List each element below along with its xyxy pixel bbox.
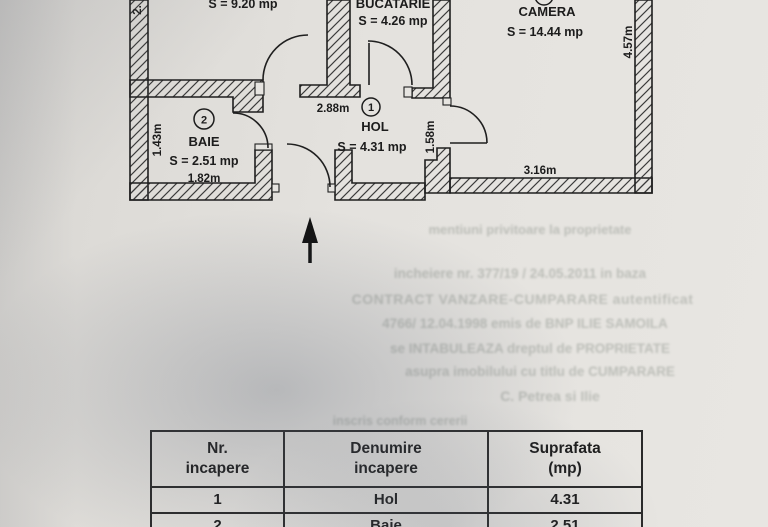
table-row2-suprafata: 2.51 [489,514,641,527]
baie-number-circle [193,108,215,130]
header-line: (mp) [548,460,582,477]
wall-bottom-mid [334,149,426,201]
hol-top-dim: 2.88m [317,103,350,115]
wall-band-room1-baie [129,79,264,113]
ghost-line: se INTABULEAZA dreptul de PROPRIETATE [389,341,670,356]
header-line: incapere [185,460,250,477]
plan-labels: S = 9.20 mp 2. BUCATARIE S = 4.26 mp CAM… [132,0,635,185]
door-arc-room1 [262,34,309,81]
header-line: Denumire [350,439,422,457]
camera-bottom-dim: 3.16m [524,165,557,177]
hol-number: 1 [368,102,374,114]
bucatarie-name-label: BUCATARIE [356,0,431,11]
camera-number-circle [535,0,553,6]
table-row1-suprafata: 4.31 [489,488,641,514]
ghost-line: 4766/ 12.04.1998 emis de BNP ILIE SAMOIL… [382,316,668,331]
table-row1-nr: 1 [152,488,285,514]
table-row2-nr: 2 [152,514,285,527]
north-arrow [302,217,318,263]
header-line: Nr. [207,439,228,457]
wall-step-hol-camera [424,147,451,194]
door-jamb [254,143,273,151]
table-row2-denumire: Baie [285,514,489,527]
door-jamb [327,183,336,193]
ghost-line: asupra imobilului cu titlu de CUMPARARE [405,364,675,379]
door-arcs [232,34,488,188]
door-jamb [403,86,413,98]
hol-name-label: HOL [361,119,389,134]
walls [129,0,653,201]
table-row1-denumire: Hol [285,488,489,514]
wall-right-outer [634,0,653,194]
hol-area-label: S = 4.31 mp [337,140,406,154]
door-arc-entrance [286,143,331,188]
floorplan-drawing: S = 9.20 mp 2. BUCATARIE S = 4.26 mp CAM… [129,0,653,263]
baie-name-label: BAIE [188,134,219,149]
door-jamb [254,81,265,96]
camera-area-label: S = 14.44 mp [507,25,583,39]
door-jamb [271,183,280,193]
baie-area-label: S = 2.51 mp [169,154,238,168]
baie-bottom-dim: 1.82m [188,173,221,185]
ghost-line: inscris conform cererii [332,414,468,428]
ghost-line: CONTRACT VANZARE-CUMPARARE autentificat [351,291,694,307]
wall-divider-bucatarie-camera [411,0,451,99]
table-header-nr: Nr. incapere [152,432,285,488]
hol-right-dim: 1.58m [425,121,437,154]
ghost-line: mentiuni privitoare la proprietate [428,222,632,237]
ghost-line: incheiere nr. 377/19 / 24.05.2011 in baz… [393,266,647,281]
room1-area-label: S = 9.20 mp [208,0,277,11]
door-arc-baie [232,112,269,149]
door-jamb [442,97,452,106]
wall-divider-room1-bucatarie [299,0,361,98]
hol-number-circle [361,97,381,117]
header-line: Suprafata [529,439,601,457]
room-area-table: Nr. incapere Denumire incapere Suprafata… [150,430,643,527]
baie-number: 2 [201,115,207,127]
bucatarie-area-label: S = 4.26 mp [358,14,427,28]
wall-bottom-camera [449,177,653,194]
table-header-suprafata: Suprafata (mp) [489,432,641,488]
camera-name-label: CAMERA [518,4,576,19]
room1-left-dim: 2. [132,5,144,15]
wall-left-outer [129,0,149,201]
header-line: incapere [354,460,418,477]
camera-right-dim: 4.57m [623,26,635,59]
door-arc-camera [449,105,488,144]
door-arc-bucatarie [367,40,413,86]
ghost-line: C. Petrea si Ilie [500,388,600,404]
table-header-denumire: Denumire incapere [285,432,489,488]
baie-left-dim: 1.43m [152,124,164,157]
